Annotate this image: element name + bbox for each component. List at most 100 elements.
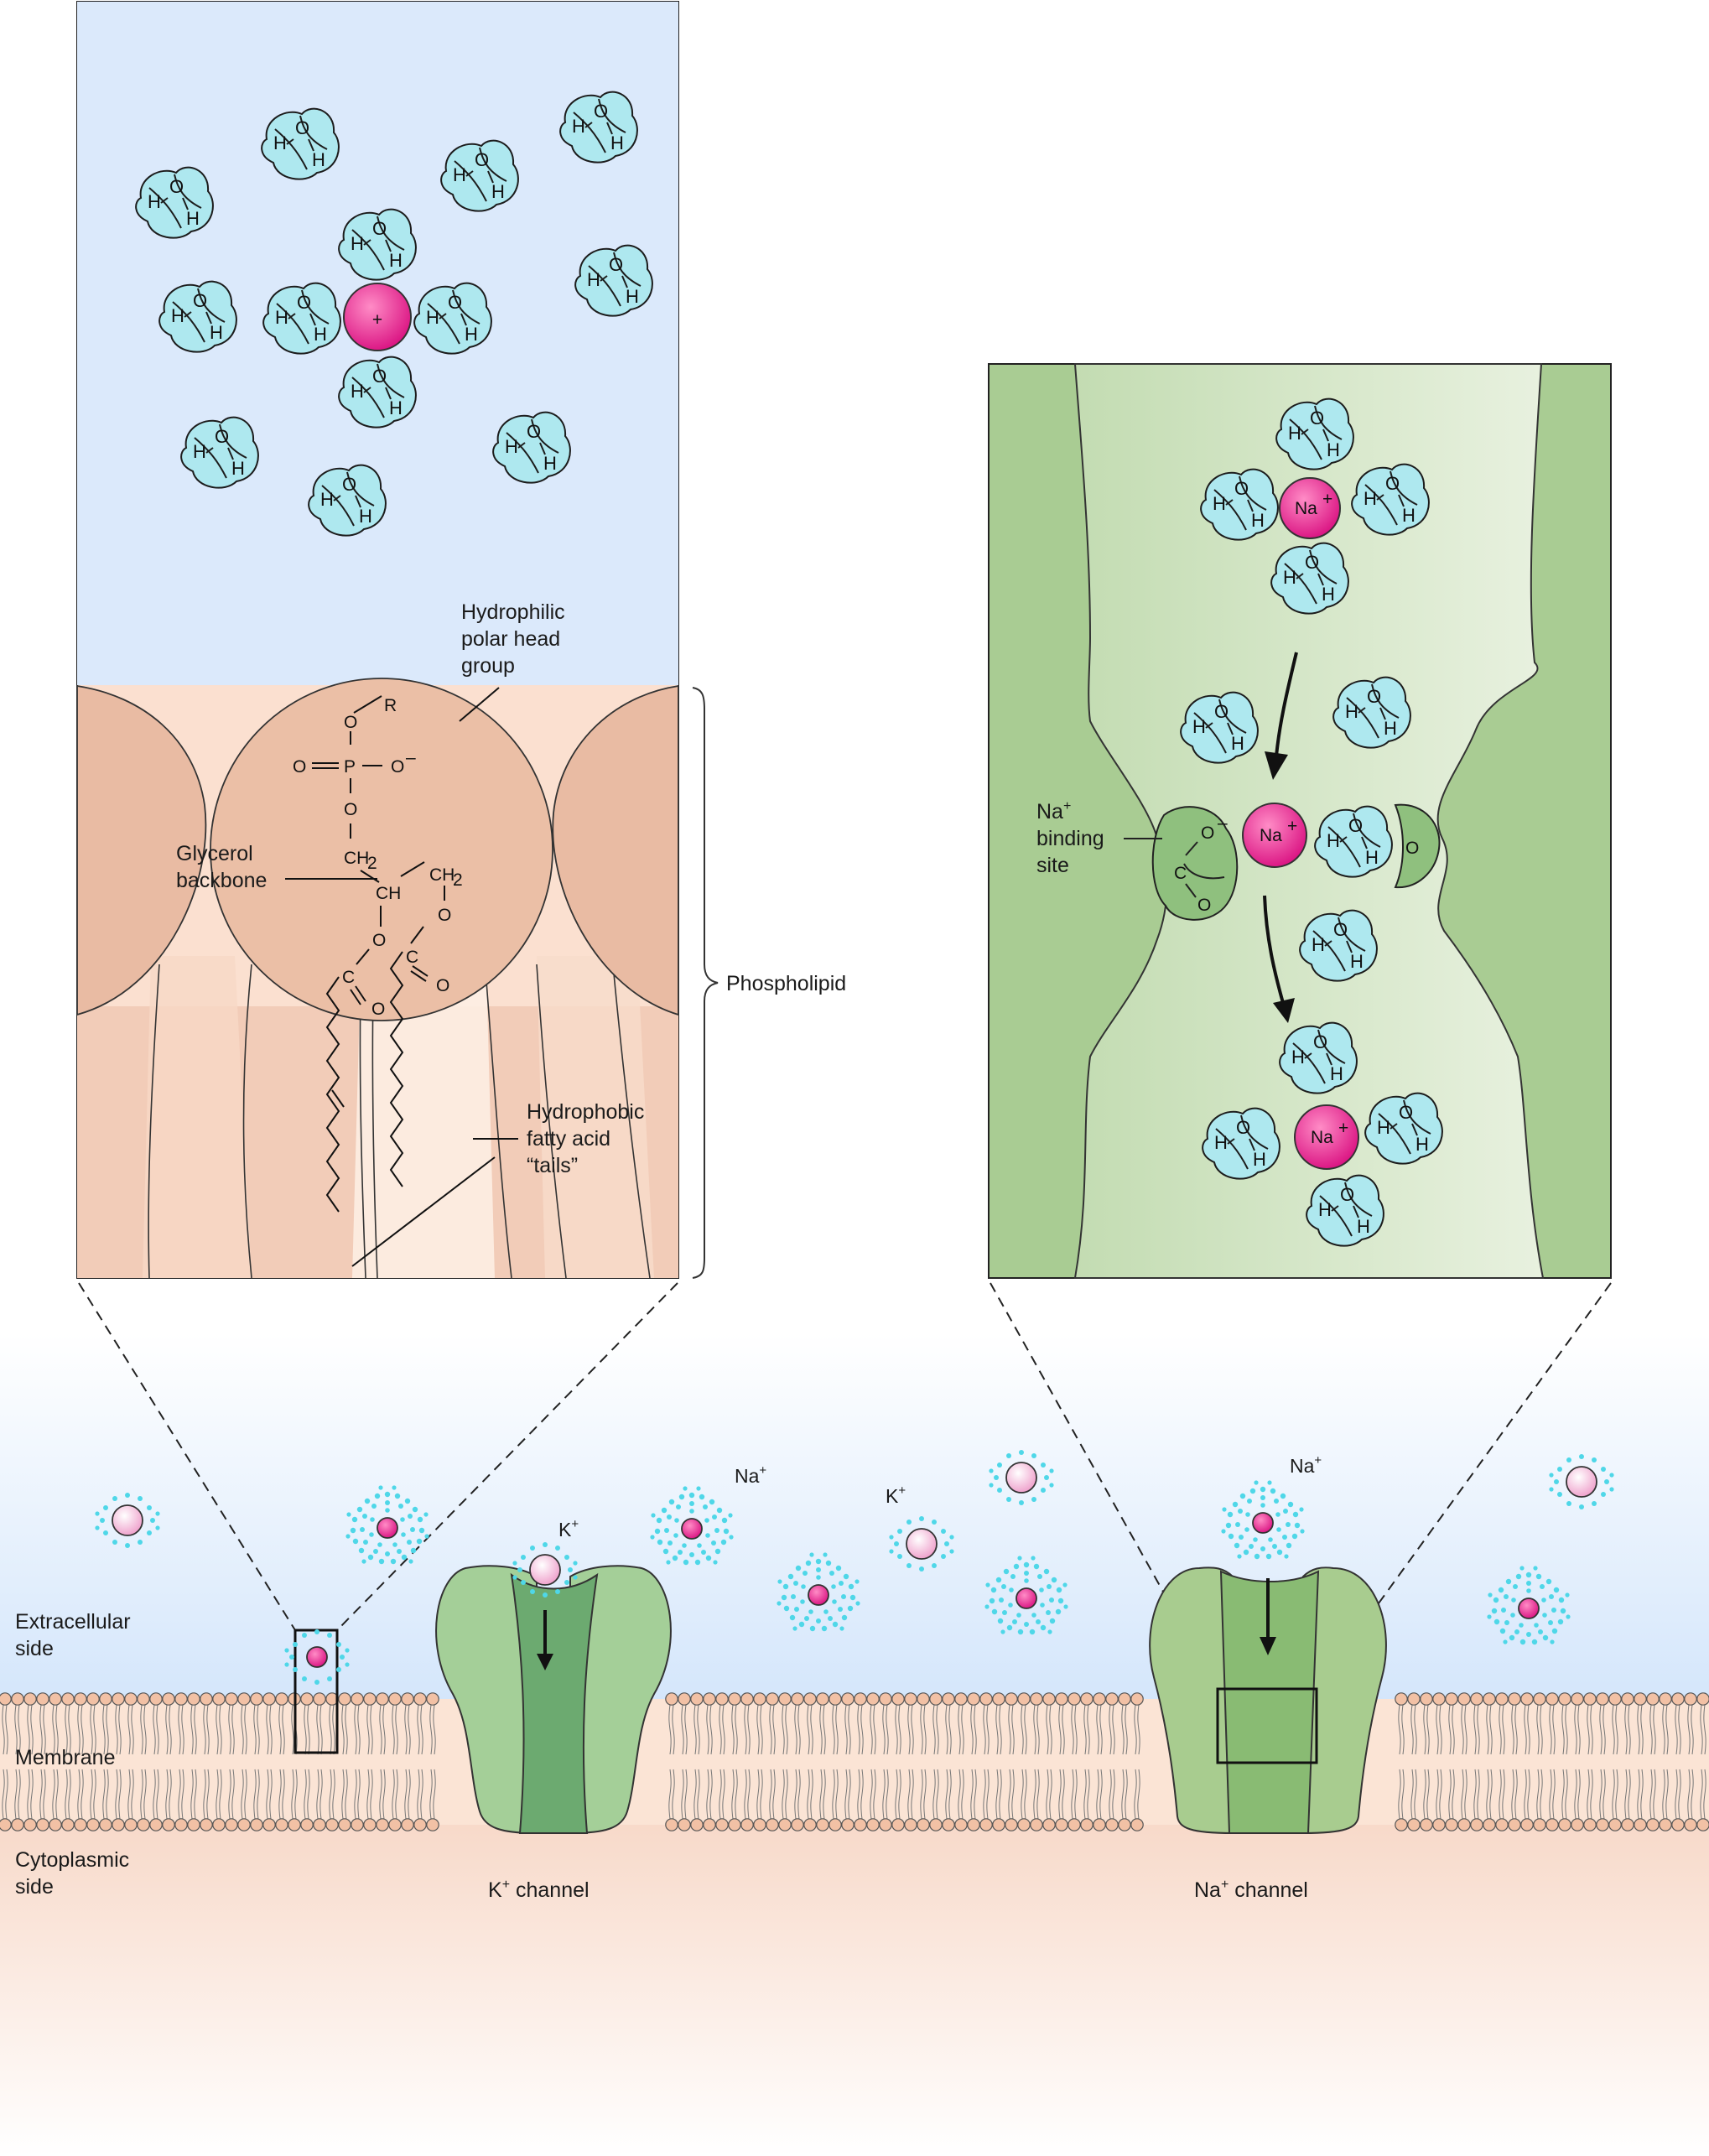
lipid-tail (1599, 1769, 1603, 1820)
lipid-tail (1071, 1769, 1074, 1820)
lipid-tail (844, 1769, 848, 1820)
lipid-head (137, 1818, 150, 1831)
sodium-ion-bound (1242, 803, 1307, 868)
lipid-head (791, 1818, 804, 1831)
phospholipid-bracket (692, 687, 719, 1279)
lipid-tail (1511, 1704, 1514, 1755)
lipid-head (363, 1692, 377, 1706)
k-ion-label: K+ (886, 1483, 906, 1507)
lipid-tail (1046, 1769, 1049, 1820)
lipid-tail (253, 1769, 257, 1820)
lipid-tail (958, 1704, 961, 1755)
lipid-tail (860, 1769, 864, 1820)
lipid-tail (1074, 1704, 1078, 1755)
lipid-tail (366, 1704, 370, 1755)
lipid-head (1558, 1692, 1571, 1706)
lipid-head (1093, 1818, 1106, 1831)
lipid-head (1432, 1692, 1446, 1706)
lipid-head (225, 1692, 238, 1706)
lipid-tail (731, 1769, 735, 1820)
lipid-head (1621, 1692, 1634, 1706)
lipid-tail (1489, 1704, 1493, 1755)
lipid-tail (395, 1769, 398, 1820)
lipid-head (99, 1818, 112, 1831)
lipid-head (1608, 1818, 1622, 1831)
lipid-head (816, 1818, 829, 1831)
lipid-tail (1703, 1769, 1706, 1820)
lipid-head (967, 1818, 980, 1831)
lipid-tail (1662, 1769, 1665, 1820)
lipid-tail (1137, 1769, 1140, 1820)
lipid-head (1420, 1818, 1433, 1831)
lipid-tail (1436, 1704, 1439, 1755)
chem-o: O (371, 1000, 385, 1019)
lipid-head (313, 1818, 326, 1831)
lipid-tail (408, 1704, 411, 1755)
lipid-tail (156, 1704, 159, 1755)
lipid-head (124, 1818, 138, 1831)
lipid-head (1457, 1818, 1471, 1831)
lipid-tail (772, 1769, 776, 1820)
lipid-tail (357, 1769, 361, 1820)
lipid-head (250, 1692, 263, 1706)
lipid-tail (382, 1769, 386, 1820)
lipid-tail (932, 1769, 936, 1820)
ions (112, 1462, 1597, 1668)
lipid-tail (244, 1704, 247, 1755)
lipid-tail (1477, 1769, 1480, 1820)
lipid-head (1105, 1692, 1119, 1706)
lipid-tail (920, 1704, 923, 1755)
lipid-tail (945, 1704, 948, 1755)
lipid-head (1407, 1818, 1421, 1831)
lipid-tail (65, 1769, 68, 1820)
lipid-tail (1024, 1704, 1027, 1755)
lipid-head (1055, 1692, 1068, 1706)
lipid-tail (735, 1704, 738, 1755)
lipid-tail (1540, 1704, 1543, 1755)
lipid-tail (1410, 1769, 1414, 1820)
lipid-tail (1552, 1769, 1556, 1820)
lipid-head (1080, 1692, 1093, 1706)
lipid-head (766, 1692, 779, 1706)
na-channel (1149, 1566, 1387, 1835)
lipid-tail (1527, 1769, 1530, 1820)
lipid-head (1483, 1692, 1496, 1706)
na-ion-label: Na+ (735, 1463, 766, 1487)
lipid-head (376, 1818, 389, 1831)
lipid-head (0, 1692, 12, 1706)
lipid-head (1533, 1818, 1546, 1831)
chem-c: C (406, 948, 418, 967)
lipid-tail (1502, 1704, 1505, 1755)
lipid-tail (269, 1769, 273, 1820)
lipid-tail (404, 1769, 408, 1820)
lipid-tail (1125, 1769, 1128, 1820)
lipid-tail (190, 1769, 194, 1820)
lipid-tail (379, 1704, 382, 1755)
lipid-tail (870, 1769, 873, 1820)
lipid-tail (43, 1704, 46, 1755)
lipid-tail (898, 1769, 901, 1820)
lipid-head (1545, 1818, 1559, 1831)
lipid-head (1520, 1692, 1534, 1706)
lipid-head (162, 1818, 175, 1831)
lipid-tail (278, 1704, 282, 1755)
lipid-tail (807, 1769, 810, 1820)
lipid-tail (1071, 1704, 1074, 1755)
lipid-tail (1109, 1769, 1112, 1820)
lipid-tail (873, 1769, 876, 1820)
lipid-head (1017, 1692, 1031, 1706)
lipid-head (942, 1818, 955, 1831)
lipid-tail (1062, 1769, 1065, 1820)
lipid-tail (106, 1769, 109, 1820)
lipid-head (187, 1692, 200, 1706)
chem-c: C (342, 968, 355, 987)
cation (343, 283, 412, 351)
lipid-tail (1473, 1769, 1477, 1820)
lipid-tail (345, 1704, 348, 1755)
lipid-head (174, 1818, 188, 1831)
lipid-head (929, 1818, 943, 1831)
lipid-tail (216, 1704, 219, 1755)
lipid-tail (420, 1769, 423, 1820)
lipid-head (426, 1692, 439, 1706)
